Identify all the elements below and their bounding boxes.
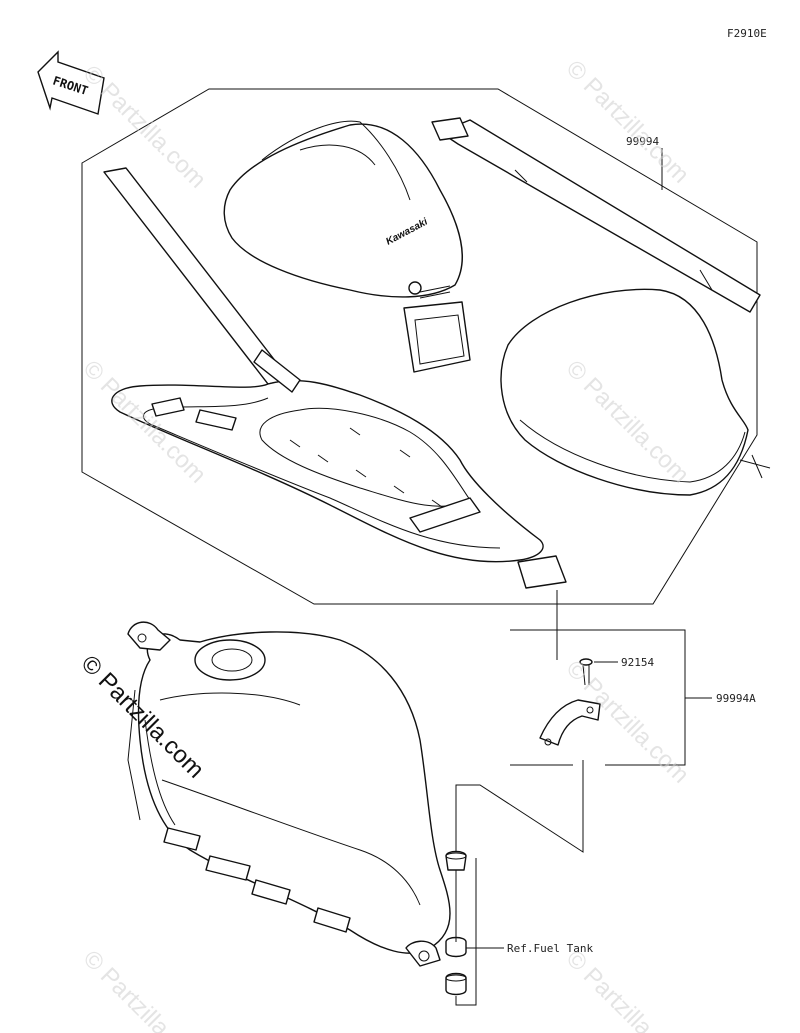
front-direction-arrow: FRONT: [37, 50, 105, 115]
watermark: © Partzilla.com: [78, 945, 211, 1033]
kit-boundary: [81, 88, 758, 605]
watermark: © Partzilla.com: [561, 655, 694, 788]
bolt-92154: [579, 658, 593, 686]
mounting-bracket: [539, 699, 601, 746]
callout-bracket-set: 99994A: [716, 692, 756, 705]
callout-strap: 99994: [626, 135, 659, 148]
callout-bolt: 92154: [621, 656, 654, 669]
figure-code: F2910E: [727, 27, 767, 40]
tank-bag-harness: [103, 167, 567, 589]
tank-bag: Kawasaki: [223, 120, 471, 373]
tank-mount-collars: [445, 850, 467, 996]
fuel-tank: [127, 621, 451, 967]
callout-fuel-tank-ref: Ref.Fuel Tank: [507, 942, 593, 955]
leader-bracket-to-tank: [455, 760, 584, 853]
watermark: © Partzilla.com: [561, 55, 694, 188]
rain-cover: [500, 288, 771, 496]
leader-collars: [455, 858, 477, 1006]
watermark: © Partzilla.com: [561, 945, 694, 1033]
strap-99994: [431, 117, 761, 313]
watermark: © Partzilla.com: [78, 60, 211, 193]
